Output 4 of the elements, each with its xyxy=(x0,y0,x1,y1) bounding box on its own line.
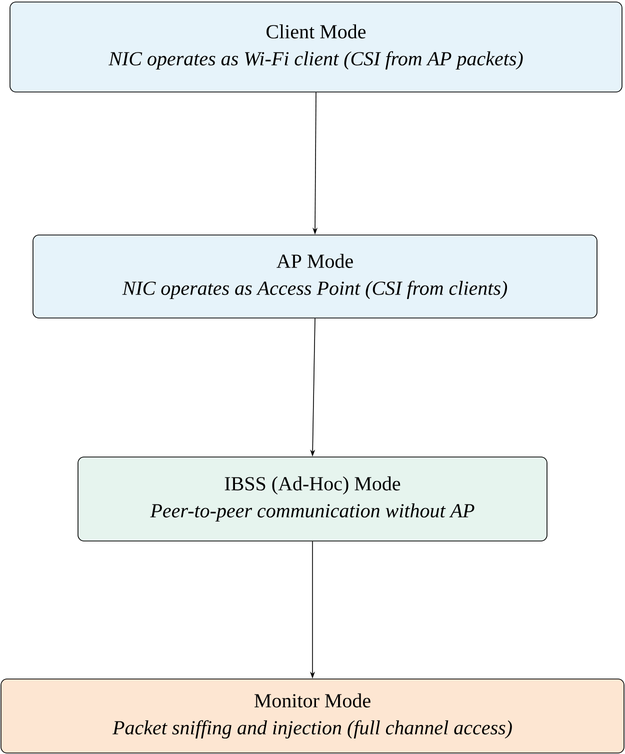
mode-box: AP Mode NIC operates as Access Point (CSI from clients) xyxy=(32,234,598,318)
mode-box: IBSS (Ad-Hoc) Mode Peer-to-peer communication without AP xyxy=(78,456,548,542)
mode-box: Client Mode NIC operates as Wi-Fi client (CSI from AP packets) xyxy=(10,2,622,92)
mode-box: Monitor Mode Packet sniffing and injection (full channel access) xyxy=(0,678,624,754)
